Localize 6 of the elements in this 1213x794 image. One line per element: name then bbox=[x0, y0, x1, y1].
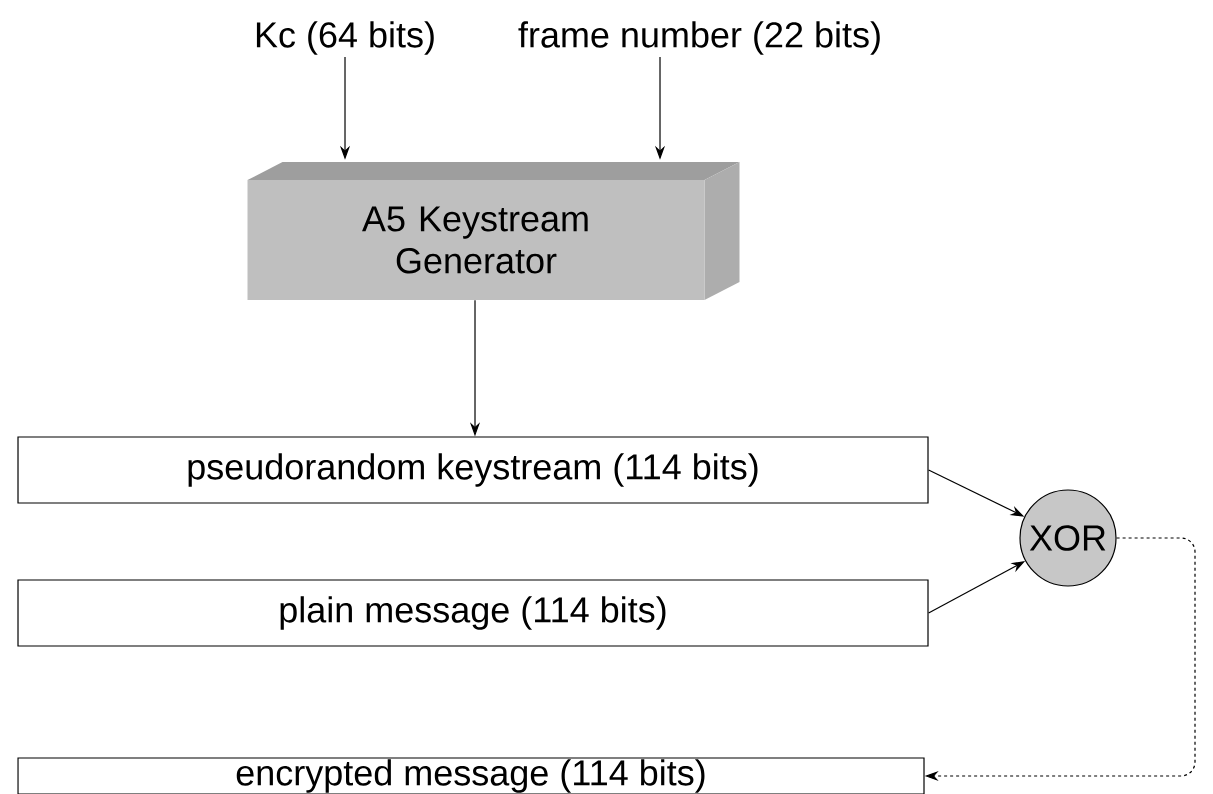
input-label: frame number (22 bits) bbox=[518, 21, 880, 55]
input-label: Kc (64 bits) bbox=[256, 21, 434, 55]
data-box: encrypted message (114 bits) bbox=[17, 757, 925, 794]
data-box: plain message (114 bits) bbox=[17, 579, 929, 647]
data-box: pseudorandom keystream (114 bits) bbox=[17, 436, 929, 504]
generator-block: A5 Keystream Generator bbox=[247, 162, 740, 300]
